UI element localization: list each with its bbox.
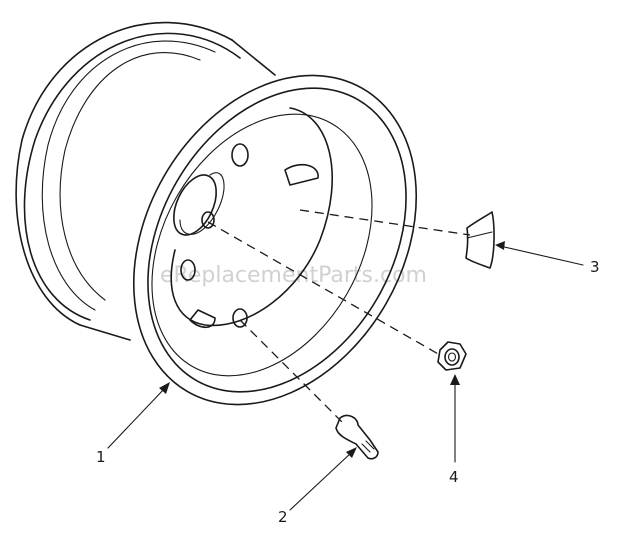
- leader-dash-bolt: [239, 319, 346, 426]
- callout-1-label: 1: [96, 448, 106, 466]
- lug-nut: [437, 341, 467, 371]
- stud-hole-bottom: [232, 308, 248, 328]
- balance-slot-right: [284, 163, 319, 186]
- stud-hole-top: [231, 143, 249, 167]
- callout-4: 4: [449, 374, 460, 486]
- balance-weight: [465, 211, 495, 269]
- wheel-rim-front: [132, 74, 418, 406]
- stud-hole-left: [201, 211, 215, 229]
- callout-1: 1: [96, 382, 170, 466]
- wheel-rim-back: [15, 21, 276, 341]
- callout-3: 3: [495, 241, 600, 276]
- stud-hole-lower: [180, 259, 196, 281]
- callout-2: 2: [278, 447, 357, 526]
- callout-3-label: 3: [590, 258, 600, 276]
- wheel-stud: [335, 414, 379, 460]
- leader-dash-weight: [299, 209, 471, 236]
- wheel-center-disc: [170, 107, 333, 329]
- balance-slot-left: [189, 309, 216, 329]
- callout-4-label: 4: [449, 468, 459, 486]
- leader-dash-nut: [207, 221, 441, 356]
- callout-2-label: 2: [278, 508, 288, 526]
